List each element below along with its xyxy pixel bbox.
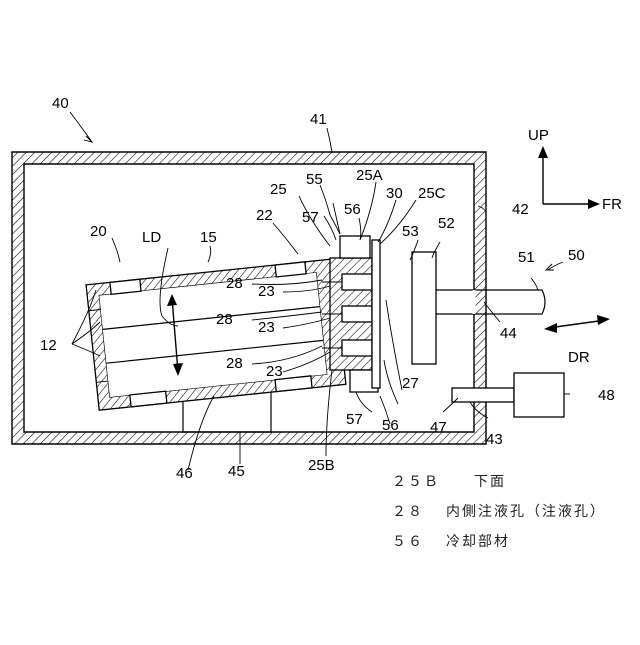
label-41: 41 [310,111,327,128]
label-28-b: 28 [216,311,233,328]
label-28-a: 28 [226,275,243,292]
label-30: 30 [386,185,403,202]
label-25A: 25A [356,167,383,184]
axis-up-label: UP [528,127,549,144]
label-LD: LD [142,229,161,246]
label-15: 15 [200,229,217,246]
label-43: 43 [486,431,503,448]
label-40: 40 [52,95,69,112]
legend-code-0: ２５Ｂ [392,474,440,490]
label-12: 12 [40,337,57,354]
label-57-bottom: 57 [346,411,363,428]
label-23-b: 23 [258,319,275,336]
label-55: 55 [306,171,323,188]
legend: ２５Ｂ 下面 ２８ 内側注液孔（注液孔） ５６ 冷却部材 [392,474,606,550]
axis-fr-label: FR [602,196,622,213]
label-25B: 25B [308,457,335,474]
label-28-c: 28 [226,355,243,372]
label-45: 45 [228,463,245,480]
label-27: 27 [402,375,419,392]
label-20: 20 [90,223,107,240]
plate-52 [412,252,436,364]
label-51: 51 [518,249,535,266]
label-56-bottom: 56 [382,417,399,434]
legend-code-2: ５６ [392,534,424,550]
orientation-axes: UP FR [528,127,622,213]
label-50: 50 [568,247,585,264]
label-23-a: 23 [258,283,275,300]
label-56-top: 56 [344,201,361,218]
battery-module-15 [86,259,346,410]
label-44: 44 [500,325,517,342]
label-47: 47 [430,419,447,436]
unit-48 [452,373,564,417]
legend-text-1: 内側注液孔（注液孔） [446,504,606,520]
label-25C: 25C [418,185,446,202]
label-52: 52 [438,215,455,232]
label-25: 25 [270,181,287,198]
injection-block-25 [322,236,380,392]
label-DR: DR [568,349,590,366]
dr-arrow [544,315,610,333]
label-23-c: 23 [266,363,283,380]
legend-text-2: 冷却部材 [446,534,510,550]
label-42: 42 [512,201,529,218]
legend-code-1: ２８ [392,504,424,520]
label-57-top: 57 [302,209,319,226]
label-22: 22 [256,207,273,224]
label-48: 48 [598,387,615,404]
label-46: 46 [176,465,193,482]
legend-text-0: 下面 [474,474,506,490]
label-53: 53 [402,223,419,240]
